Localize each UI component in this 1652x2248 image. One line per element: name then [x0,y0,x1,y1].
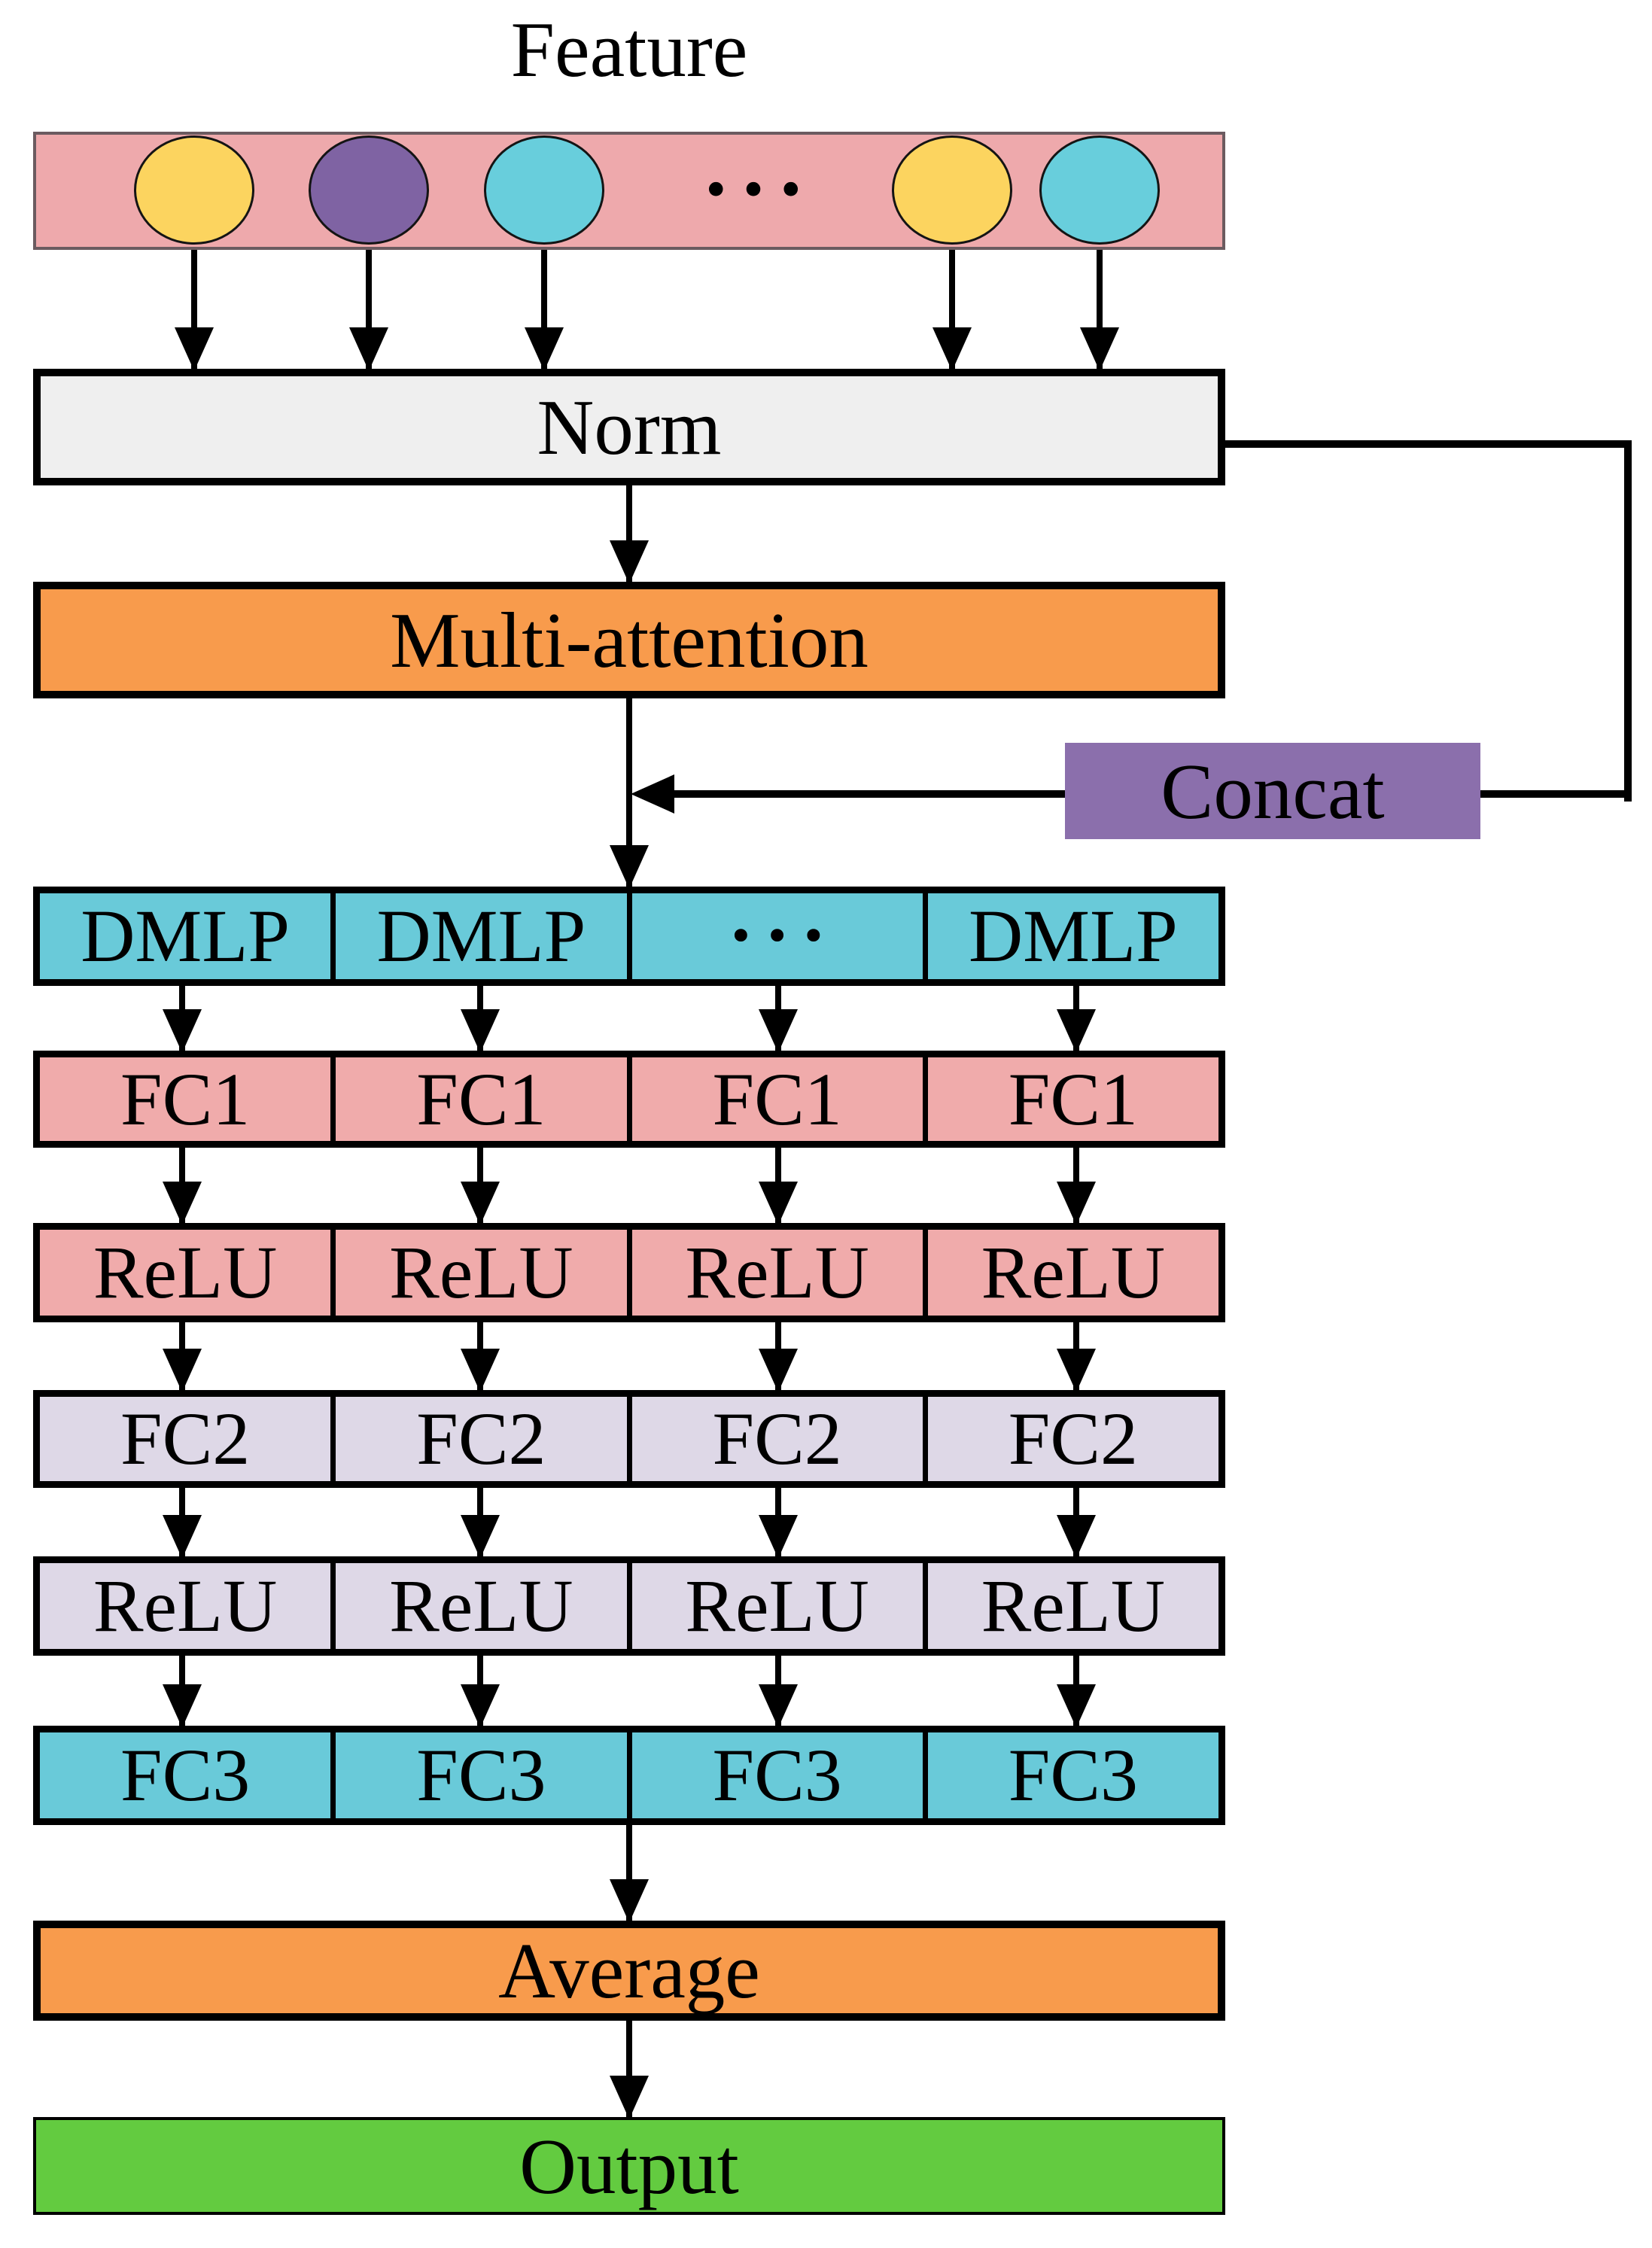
multi-attention-box: Multi-attention [33,582,1225,698]
dmlp-row: DMLP DMLP ••• DMLP [33,887,1225,986]
cell-relu1-1: ReLU [40,1230,336,1316]
feature-ellipsis-dots: ••• [701,163,814,219]
arrow-down-fc3-to-average [626,1825,632,1921]
cell-fc2-3: FC2 [632,1397,928,1481]
arrow-down-relu-fc3-1 [179,1656,185,1726]
arrow-down-fc1-relu-4 [1073,1148,1079,1223]
arrow-down-fc1-relu-2 [477,1148,483,1223]
arrow-down-average-to-output [626,2021,632,2117]
arrow-down-dmlp-fc1-3 [775,986,781,1051]
cell-relu2-1: ReLU [40,1563,336,1649]
arrow-down-relu-fc2-1 [179,1322,185,1390]
arrow-down-attention-to-dmlp [626,698,632,887]
average-box: Average [33,1921,1225,2021]
cell-dmlp-1: DMLP [40,893,336,979]
cell-fc1-4: FC1 [1008,1057,1139,1141]
feature-token-circle-cyan-2 [1039,135,1160,245]
skip-connector-right-line [1624,440,1632,802]
arrow-down-fc2-relu-2 [477,1488,483,1556]
cell-dmlp-2: DMLP [336,893,632,979]
cell-dmlp-ellipsis: ••• [632,893,928,979]
fc3-row: FC3 FC3 FC3 FC3 [33,1726,1225,1825]
concat-output-line [670,790,1065,798]
arrow-down-norm-to-attention [626,485,632,582]
feature-token-circle-yellow-2 [892,135,1012,245]
cell-fc3-3: FC3 [632,1732,928,1818]
arrow-down-fc1-relu-3 [775,1148,781,1223]
arrow-down-feature-4 [949,250,955,369]
cell-dmlp-4: DMLP [968,894,1178,978]
cell-relu1-3: ReLU [632,1230,928,1316]
norm-label: Norm [537,383,722,471]
arrow-down-fc2-relu-4 [1073,1488,1079,1556]
cell-fc3-1: FC3 [40,1732,336,1818]
arrow-down-feature-3 [541,250,547,369]
arrow-down-feature-2 [366,250,372,369]
arrow-down-dmlp-fc1-1 [179,986,185,1051]
cell-fc1-3: FC1 [632,1057,928,1141]
arrow-down-relu-fc3-4 [1073,1656,1079,1726]
cell-fc2-1: FC2 [40,1397,336,1481]
cell-relu2-3: ReLU [632,1563,928,1649]
cell-relu1-2: ReLU [336,1230,632,1316]
arrowhead-left-concat [631,774,674,814]
cell-fc2-2: FC2 [336,1397,632,1481]
output-label: Output [519,2122,739,2210]
skip-connector-to-concat-line [1480,790,1632,798]
fc1-row: FC1 FC1 FC1 FC1 [33,1051,1225,1148]
average-label: Average [498,1927,760,2015]
cell-fc3-4: FC3 [1008,1733,1139,1817]
arrow-down-relu-fc2-4 [1073,1322,1079,1390]
feature-token-circle-cyan [484,135,604,245]
norm-box: Norm [33,369,1225,485]
cell-relu2-4: ReLU [981,1564,1166,1647]
arrow-down-feature-1 [191,250,197,369]
relu-row-1: ReLU ReLU ReLU ReLU [33,1223,1225,1322]
arrow-down-relu-fc2-2 [477,1322,483,1390]
arrow-down-dmlp-fc1-2 [477,986,483,1051]
fc2-row: FC2 FC2 FC2 FC2 [33,1390,1225,1488]
cell-fc3-2: FC3 [336,1732,632,1818]
arrow-down-feature-5 [1097,250,1103,369]
feature-bar: ••• [33,132,1225,250]
relu-row-2: ReLU ReLU ReLU ReLU [33,1556,1225,1656]
arrow-down-relu-fc3-3 [775,1656,781,1726]
feature-token-circle-purple [309,135,429,245]
arrow-down-fc2-relu-3 [775,1488,781,1556]
concat-box: Concat [1065,743,1480,839]
skip-connector-top-line [1225,440,1632,448]
arrow-down-relu-fc2-3 [775,1322,781,1390]
arrow-down-relu-fc3-2 [477,1656,483,1726]
cell-fc2-4: FC2 [1008,1397,1139,1480]
feature-token-circle-yellow [134,135,254,245]
cell-fc1-1: FC1 [40,1057,336,1141]
cell-relu1-4: ReLU [981,1230,1166,1314]
output-box: Output [33,2117,1225,2215]
cell-fc1-2: FC1 [336,1057,632,1141]
diagram-title: Feature [510,5,748,93]
arrow-down-dmlp-fc1-4 [1073,986,1079,1051]
arrow-down-fc2-relu-1 [179,1488,185,1556]
concat-label: Concat [1161,747,1385,835]
multi-attention-label: Multi-attention [390,596,869,684]
arrow-down-fc1-relu-1 [179,1148,185,1223]
cell-relu2-2: ReLU [336,1563,632,1649]
